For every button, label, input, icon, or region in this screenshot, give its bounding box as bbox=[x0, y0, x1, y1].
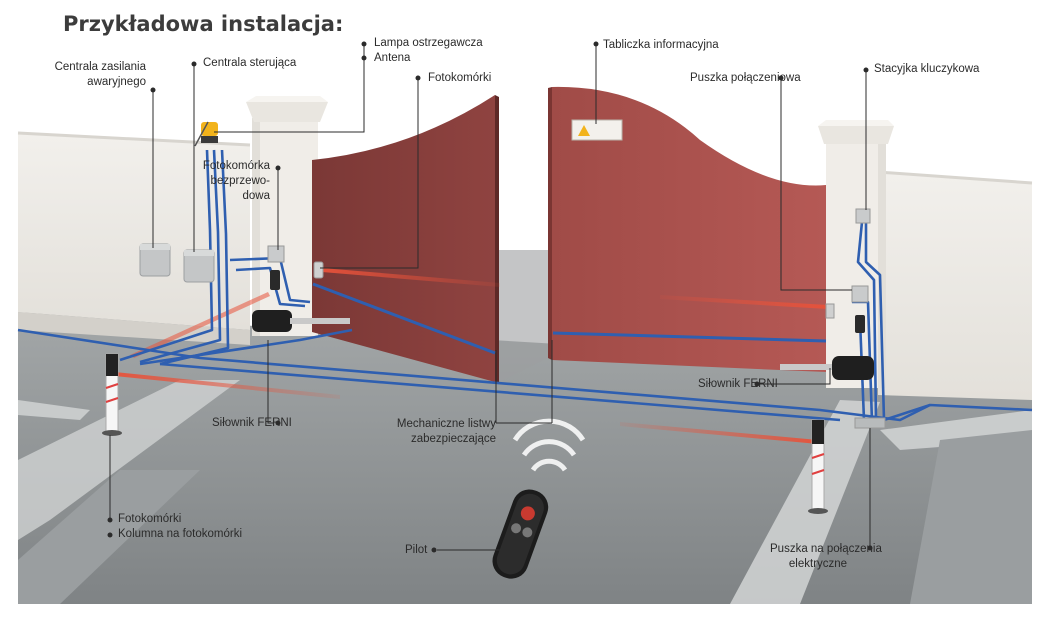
junction-box bbox=[825, 285, 869, 333]
beam-3 bbox=[115, 372, 340, 399]
label-fotokomorki-top: Fotokomórki bbox=[428, 72, 492, 84]
label-kolumna: Kolumna na fotokomórki bbox=[118, 528, 243, 540]
beam-4 bbox=[620, 422, 818, 444]
driveway-ground bbox=[18, 312, 1032, 604]
wireless-photocell bbox=[267, 245, 285, 290]
photocell-column-left bbox=[102, 353, 122, 436]
pillar-right bbox=[818, 120, 894, 388]
label-pilot: Pilot bbox=[405, 544, 428, 556]
label-listwy: Mechaniczne listwy zabezpieczające bbox=[396, 418, 496, 445]
control-unit bbox=[183, 249, 215, 283]
label-fotokomorka-bezprzewodowa: Fotokomórka bezprzewo- dowa bbox=[202, 160, 270, 202]
backup-power-unit bbox=[139, 243, 171, 277]
operator-right bbox=[780, 356, 874, 380]
beam-2 bbox=[660, 295, 828, 309]
label-puszka-polaczeniowa: Puszka połączeniowa bbox=[690, 72, 801, 84]
label-silownik-right: Siłownik FERNI bbox=[698, 378, 778, 390]
label-stacyjka: Stacyjka kluczykowa bbox=[874, 63, 980, 75]
pillar-left bbox=[246, 96, 328, 336]
label-lampa: Lampa ostrzegawcza bbox=[374, 37, 483, 49]
operator-left bbox=[252, 310, 350, 332]
info-sign bbox=[571, 119, 623, 141]
safety-edge-left bbox=[312, 282, 496, 355]
warning-lamp bbox=[194, 121, 218, 147]
gate-leaf-right bbox=[548, 86, 826, 373]
leader-lines bbox=[109, 44, 871, 551]
leader-dots bbox=[107, 41, 873, 553]
gate-photocell-left bbox=[313, 261, 324, 279]
label-centrala-sterujaca: Centrala sterująca bbox=[203, 57, 297, 69]
photocell-column-right bbox=[808, 419, 828, 514]
label-tabliczka: Tabliczka informacyjna bbox=[603, 39, 719, 51]
label-fotokomorki-bottom: Fotokomórki bbox=[118, 513, 182, 525]
beam-1 bbox=[322, 268, 500, 287]
safety-edge-right bbox=[552, 331, 827, 343]
label-centrala-zasilania: Centrala zasilania awaryjnego bbox=[54, 61, 146, 88]
label-puszka-elektryczna: Puszka na połączenia elektryczne bbox=[770, 543, 882, 570]
electrical-box bbox=[854, 417, 886, 429]
fence-wall-right bbox=[877, 170, 1033, 400]
page-title: Przykładowa instalacja: bbox=[63, 12, 344, 36]
remote-control-icon bbox=[492, 418, 586, 579]
gate-leaf-left bbox=[312, 95, 499, 384]
label-silownik-left: Siłownik FERNI bbox=[212, 417, 292, 429]
key-switch bbox=[855, 208, 871, 224]
label-antena: Antena bbox=[374, 52, 411, 64]
